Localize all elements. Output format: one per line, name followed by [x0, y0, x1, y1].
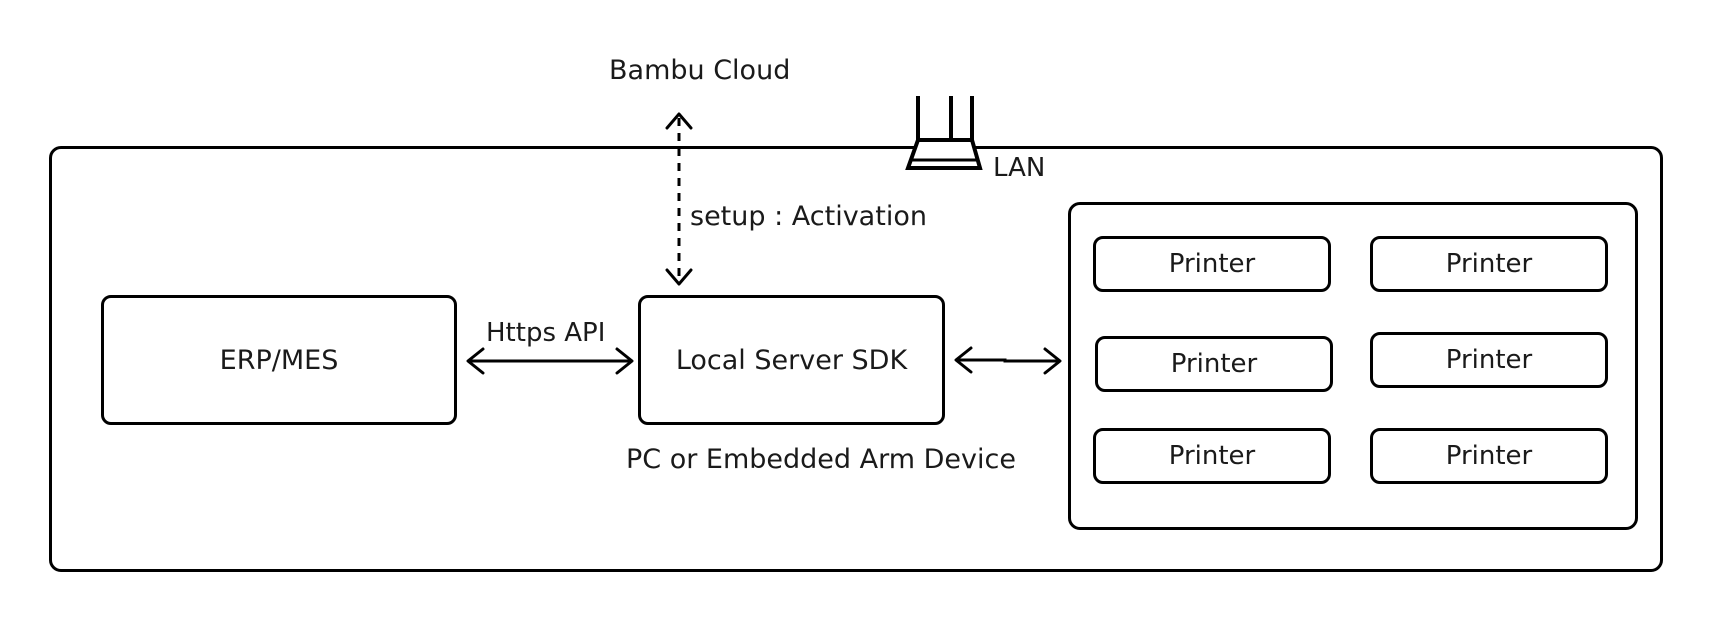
printer-box: Printer: [1093, 236, 1331, 292]
printer-box: Printer: [1093, 428, 1331, 484]
activation-label: setup : Activation: [690, 201, 927, 232]
printer-label: Printer: [1168, 249, 1256, 279]
printer-box: Printer: [1370, 332, 1608, 388]
printer-box: Printer: [1095, 336, 1333, 392]
printer-box: Printer: [1370, 428, 1608, 484]
erp-mes-label: ERP/MES: [219, 344, 339, 376]
local-server-sdk-box: Local Server SDK: [638, 295, 945, 425]
erp-mes-box: ERP/MES: [101, 295, 457, 425]
local-server-sdk-label: Local Server SDK: [675, 344, 908, 376]
printer-label: Printer: [1168, 441, 1256, 471]
printer-box: Printer: [1370, 236, 1608, 292]
printer-label: Printer: [1445, 441, 1533, 471]
device-label: PC or Embedded Arm Device: [626, 444, 1016, 475]
printer-label: Printer: [1445, 249, 1533, 279]
printer-label: Printer: [1445, 345, 1533, 375]
bambu-cloud-label: Bambu Cloud: [609, 55, 791, 86]
https-api-label: Https API: [486, 318, 606, 348]
printer-label: Printer: [1170, 349, 1258, 379]
lan-label: LAN: [993, 153, 1046, 183]
